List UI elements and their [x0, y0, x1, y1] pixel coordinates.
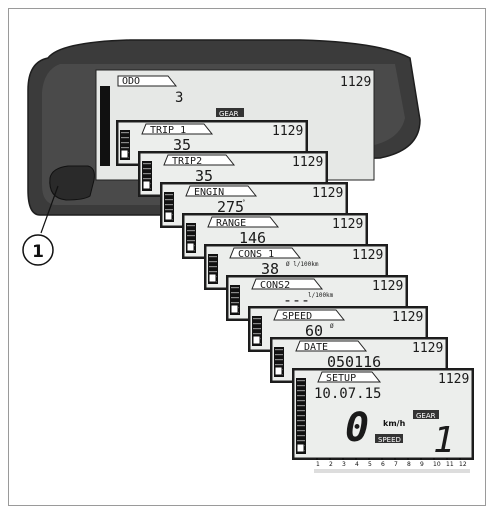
rpm-tick-label: 5 — [368, 461, 372, 468]
rpm-tick-label: 9 — [420, 461, 424, 468]
screen-clock: 1129 — [352, 248, 383, 263]
screen-clock: 1129 — [372, 279, 403, 294]
screen-value: 10.07.15 — [314, 386, 381, 402]
screen-speed: SPEED 1129 60 Ø — [248, 306, 428, 352]
housing-value: 3 — [175, 90, 183, 106]
rpm-tick-mark — [394, 458, 396, 460]
screen-value: 146 — [239, 229, 266, 247]
rpm-tick-mark — [368, 458, 370, 460]
rpm-tick-label: 12 — [459, 461, 467, 468]
screen-tab-label: TRIP2 — [172, 156, 202, 167]
rpm-tick-mark — [381, 458, 383, 460]
screen-clock: 1129 — [292, 155, 323, 170]
screen-tab-label: CONS 1 — [238, 249, 274, 260]
rpm-tick-label: 1 — [316, 461, 320, 468]
screen-value: 60 — [305, 322, 323, 340]
screen-tab-label: RANGE — [216, 218, 246, 229]
screen-value: 275 — [217, 198, 244, 216]
screen-tab-label: ENGIN — [194, 187, 224, 198]
rpm-tick-label: 4 — [355, 461, 359, 468]
housing-gear-badge: GEAR — [219, 110, 239, 118]
screen-subtext: l/100km — [308, 292, 334, 299]
screen-value: 35 — [173, 136, 191, 154]
screen-subtext: ° — [242, 199, 246, 206]
rpm-tick-mark — [407, 458, 409, 460]
screen-subtext: Ø l/100km — [286, 261, 319, 268]
screen-value: 35 — [195, 167, 213, 185]
callout-1: 1 — [22, 185, 59, 266]
screen-subtext: Ø — [330, 323, 334, 330]
screen-tab-label: SPEED — [282, 311, 312, 322]
screen-tab-label: DATE — [304, 342, 328, 353]
screen-value: --- — [283, 291, 310, 309]
screen-clock: 1129 — [332, 217, 363, 232]
screen-setup: SETUP 1129 10.07.15 — [292, 368, 474, 460]
screen-value: 38 — [261, 260, 279, 278]
rpm-tick-label: 2 — [329, 461, 333, 468]
screen-value: 050116 — [327, 353, 381, 371]
callout-number: 1 — [32, 242, 44, 262]
rpm-tick-label: 7 — [394, 461, 398, 468]
housing-tab: ODO — [122, 76, 140, 87]
screen-clock: 1129 — [412, 341, 443, 356]
housing-screen: ODO 1129 3 GEAR — [117, 75, 371, 118]
rpm-tick-mark — [420, 458, 422, 460]
screen-clock: 1129 — [312, 186, 343, 201]
rpm-tick-mark — [446, 458, 448, 460]
rpm-tick-mark — [355, 458, 357, 460]
screen-clock: 1129 — [438, 372, 469, 387]
rpm-tick-label: 8 — [407, 461, 411, 468]
screen-tab-label: SETUP — [326, 373, 356, 384]
front-gear-label: GEAR — [416, 412, 436, 420]
screen-tab-label: TRIP 1 — [150, 125, 186, 136]
screen-clock: 1129 — [272, 124, 303, 139]
rpm-tick-label: 6 — [381, 461, 385, 468]
rpm-tick-mark — [433, 458, 435, 460]
rpm-tick-mark — [329, 458, 331, 460]
rpm-tick-mark — [316, 458, 318, 460]
rpm-tick-mark — [342, 458, 344, 460]
screen-clock: 1129 — [392, 310, 423, 325]
front-gear: 1 — [433, 420, 455, 461]
housing-clock: 1129 — [340, 75, 371, 90]
rpm-tick-label: 10 — [433, 461, 441, 468]
front-speed-label: SPEED — [378, 436, 401, 444]
front-speed-unit: km/h — [383, 419, 406, 428]
front-speed: 0 — [345, 405, 369, 451]
rpm-tick-mark — [459, 458, 461, 460]
screen-tab-label: CONS2 — [260, 280, 290, 291]
rpm-tick-label: 3 — [342, 461, 346, 468]
rpm-tick-label: 11 — [446, 461, 454, 468]
